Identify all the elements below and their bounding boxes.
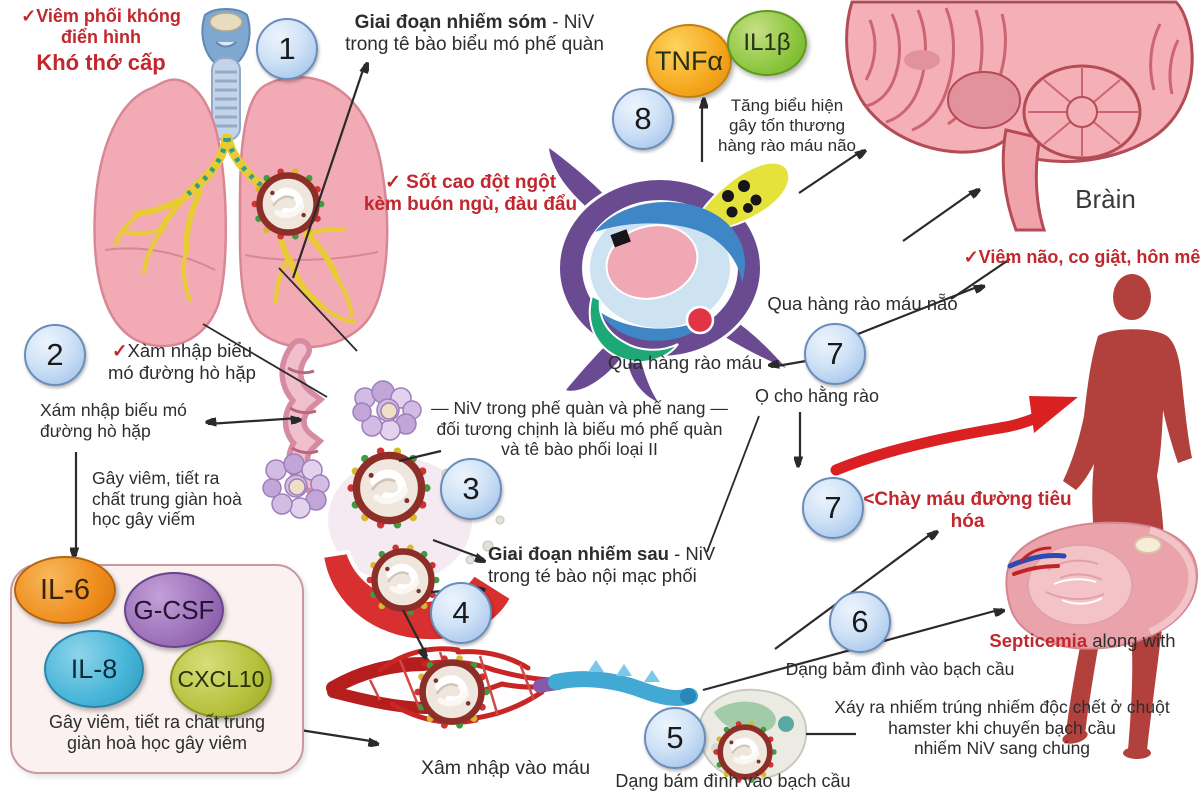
annotation-line: Khó thớ cấp <box>36 50 166 76</box>
brain-label: Bràin <box>1075 184 1136 214</box>
stage-circle-4: 4 <box>430 582 492 644</box>
annotation-blood-invasion: Xâm nhập vào máu <box>420 757 591 779</box>
annotation-wbc-adhesion-bottom: Dạng bám đình vào bạch cầu <box>615 771 851 791</box>
stage-circle-1: 1 <box>256 18 318 80</box>
annotation-niv-target-cells: — NiV trong phế quàn và phế nang — đối t… <box>412 398 747 460</box>
cytokine-gcsf: G-CSF <box>124 572 224 648</box>
annotation-bold: Septicemia <box>989 630 1088 651</box>
annotation-line: trong té bào nội mạc phối <box>488 564 697 586</box>
annotation-line: gây tốn thương <box>728 116 846 136</box>
annotation-atypical-pneumonia: ✓Viêm phối khóng điển hình Khó thớ cấp <box>6 6 196 76</box>
annotation-line: Gây viêm, tiết ra <box>92 468 220 488</box>
annotation-line: nhiếm NiV sang chúng <box>913 738 1091 759</box>
annotation-line: hamster khi chuyến bạch cầu <box>888 717 1116 738</box>
annotation-line: trong tê bào biểu mó phế quàn <box>345 34 604 56</box>
annotation-fever: ✓ Sốt cao đột ngột kèm buón ngù, đàu đẩu <box>358 172 583 217</box>
annotation-line: ✓ Sốt cao đột ngột <box>384 172 557 193</box>
cytokine-tnfa: TNFα <box>646 24 732 98</box>
cytokine-box-caption: Gây viêm, tiết ra chất trung giàn hoà họ… <box>28 712 286 754</box>
annotation-line: chất trung giàn hoà <box>92 488 242 509</box>
lungs-illustration <box>93 76 389 349</box>
stage-circle-7a: 7 <box>804 323 866 385</box>
stage-circle-7b: 7 <box>802 477 864 539</box>
annotation-line: điển hình <box>61 27 141 48</box>
connector-arrows <box>76 64 1011 742</box>
annotation-cross-bbb: Qua hàng rào máu nẵo <box>767 293 958 314</box>
annotation-rest: - NiV <box>546 12 595 33</box>
annotation-bold: Giai đoạn nhiếm sau <box>488 543 669 564</box>
neuron-cell-illustration <box>546 145 791 405</box>
stage-circle-2: 2 <box>24 324 86 386</box>
annotation-line: Xáy ra nhiếm trúng nhiếm độc chết ở chuộ… <box>834 697 1170 717</box>
annotation-early-stage: Giai đoạn nhiếm sóm - NiV trong tê bào b… <box>322 12 627 57</box>
cytokine-il8: IL-8 <box>44 630 144 708</box>
cytokine-cxcl10: CXCL10 <box>170 640 272 718</box>
annotation-cross-blood-barrier: Qua hàng rào máu <box>607 352 763 373</box>
annotation-epithelium-invasion: Xám nhập biếu mó đường hò hặp <box>40 400 210 441</box>
annotation-line: giàn hoà học gây viêm <box>66 733 248 754</box>
annotation-bold: Giai đoạn nhiếm sóm <box>354 12 547 33</box>
annotation-line: đối tương chịnh là biếu mó phế quàn <box>436 418 723 439</box>
meat-illustration <box>1005 521 1199 650</box>
red-arrow <box>830 396 1078 476</box>
stage-circle-5: 5 <box>644 707 706 769</box>
annotation-stage2-invasion: ✓Xàm nhập biểu mó đường hò hặp <box>92 340 272 384</box>
annotation-line: và tê bào phối loại II <box>501 439 658 460</box>
annotation-line: Tăng biểu hiện <box>730 96 844 115</box>
annotation-rest: - NiV <box>668 543 716 564</box>
annotation-line: ✓Viêm phối khóng <box>21 6 181 26</box>
annotation-inflammation-mediators: Gây viêm, tiết ra chất trung giàn hoà họ… <box>92 468 287 530</box>
annotation-line: học gây viếm <box>92 509 196 530</box>
cytokine-il6: IL-6 <box>14 556 116 624</box>
annotation-gi-bleeding: <Chày máu đường tiêu hóa <box>860 489 1075 534</box>
annotation-wbc-adhesion: Dạng bảm đình vào bạch cầu <box>785 659 1015 679</box>
annotation-line: kèm buón ngù, đàu đẩu <box>363 194 578 216</box>
annotation-line: <Chày máu đường tiêu <box>863 489 1072 510</box>
annotation-line: Xám nhập biếu mó <box>40 400 187 420</box>
brain-illustration <box>845 0 1194 232</box>
alveoli-cluster <box>262 380 422 519</box>
annotation-late-stage: Giai đoạn nhiếm sau - NiV trong té bào n… <box>488 543 723 587</box>
human-silhouette <box>1062 274 1192 759</box>
blood-vessel-illustration <box>326 646 698 729</box>
annotation-bbb-damage: Tăng biểu hiện gây tốn thương hàng rào m… <box>712 96 862 156</box>
annotation-barrier: Ọ cho hằng rào <box>754 386 880 406</box>
stage-circle-8: 8 <box>612 88 674 150</box>
annotation-line: — NiV trong phế quàn và phế nang — <box>431 398 728 418</box>
stage-circle-6: 6 <box>829 591 891 653</box>
white-blood-cell-illustration <box>698 688 808 783</box>
annotation-line: đường hò hặp <box>40 420 151 441</box>
checkmark-icon: ✓ <box>112 340 128 361</box>
annotation-rest: along with <box>1087 630 1176 651</box>
annotation-line: mó đường hò hặp <box>108 361 256 383</box>
stage-circle-3: 3 <box>440 458 502 520</box>
annotation-line: hóa <box>950 511 985 533</box>
annotation-hamster-experiment: Xáy ra nhiếm trúng nhiếm độc chết ở chuộ… <box>806 697 1198 759</box>
annotation-line: hàng rào máu não <box>718 136 856 156</box>
annotation-line: Xàm nhập biểu <box>127 340 252 361</box>
annotation-line: Gây viêm, tiết ra chất trung <box>48 712 266 732</box>
cytokine-il1b: IL1β <box>727 10 807 76</box>
annotation-encephalitis: ✓Viêm não, co giật, hôn mê <box>963 247 1200 267</box>
annotation-septicemia: Septicemia along with <box>980 630 1185 652</box>
